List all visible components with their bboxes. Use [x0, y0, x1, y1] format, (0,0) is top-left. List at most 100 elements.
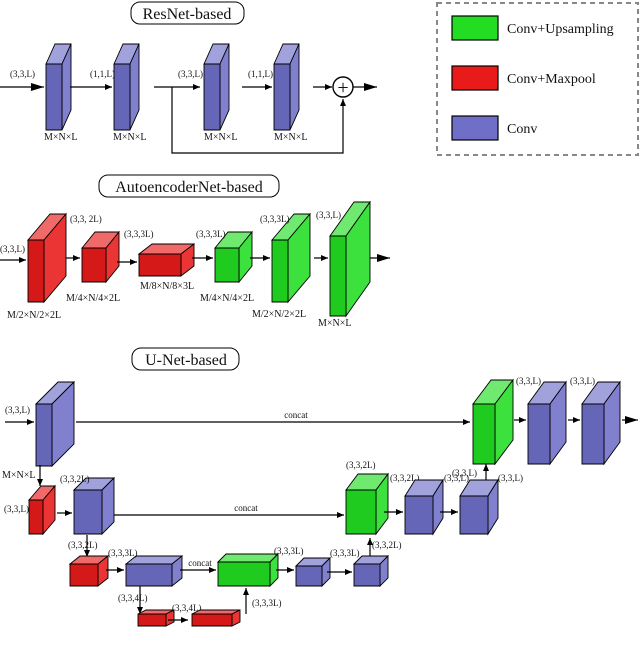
ae-kernel-4: (3,3,3L): [260, 214, 290, 224]
unet-dim-in: M×N×L: [2, 470, 36, 481]
ae-maxpool-block-1: [27, 212, 67, 304]
unet-kernel-l2-in: (3,3,L): [4, 504, 29, 514]
cube-front-face: [137, 613, 167, 627]
cube-front-face: [527, 403, 551, 465]
ae-dim-2: M/4×N/4×2L: [66, 293, 120, 304]
cube-front-face: [81, 247, 107, 283]
cube-front-face: [217, 561, 271, 587]
cube-front-face: [271, 239, 289, 303]
ae-dim-6: M×N×L: [318, 318, 352, 329]
unet-conv-block-l1: [34, 380, 76, 468]
ae-maxpool-block-2: [81, 230, 120, 284]
unet-kernel-l3r1: (3,3,3L): [274, 546, 304, 556]
resnet-kernel-4: (1,1,L): [248, 69, 273, 79]
unet-concat-label-2: concat: [234, 503, 258, 513]
unet-kernel-in: (3,3,L): [5, 405, 30, 415]
ae-kernel-1: (3,3, 2L): [70, 214, 102, 224]
resnet-title-box: [130, 1, 245, 25]
legend-label-upsampling: Conv+Upsampling: [507, 22, 614, 37]
cube-front-face: [27, 239, 45, 303]
resnet-section: ResNet-based (3,3,L) M×N×L (1,1,L) M×N×L…: [0, 1, 377, 154]
unet-upsampling-block-l2: [345, 472, 389, 536]
unet-conv-block-l2r2: [459, 478, 499, 536]
cube-front-face: [581, 403, 605, 465]
unet-kernel-l4a: (3,3,4L): [118, 593, 148, 603]
unet-concat-label-1: concat: [284, 410, 308, 420]
resnet-dim-4: M×N×L: [274, 132, 308, 143]
ae-dim-4: M/4×N/4×2L: [200, 293, 254, 304]
cube-front-face: [138, 253, 182, 277]
unet-maxpool-block-l4b: [191, 609, 241, 627]
sum-symbol: +: [337, 77, 348, 99]
resnet-kernel-1: (3,3,L): [10, 69, 35, 79]
ae-kernel-0: (3,3,L): [0, 244, 25, 254]
unet-conv-block-l3r2: [352, 554, 390, 588]
resnet-dim-3: M×N×L: [204, 132, 238, 143]
unet-kernel-up2: (3,3,2L): [346, 460, 376, 470]
unet-conv-block-l3r1: [294, 556, 332, 588]
ae-upsampling-block-4: [214, 230, 253, 284]
unet-kernel-l4b: (3,3,4L): [172, 603, 202, 613]
cube-front-face: [203, 63, 221, 131]
ae-kernel-2: (3,3,3L): [124, 229, 154, 239]
unet-maxpool-block-l3: [68, 555, 110, 587]
ae-upsampling-block-5: [271, 212, 311, 304]
unet-conv-block-l2: [72, 476, 116, 536]
cube-front-face: [214, 247, 240, 283]
unet-kernel-l2r3: (3,3,L): [498, 473, 523, 483]
resnet-conv-block-4: [273, 43, 300, 131]
resnet-dim-1: M×N×L: [44, 132, 78, 143]
resnet-kernel-2: (1,1,L): [90, 69, 115, 79]
unet-kernel-l2a: (3,3,2L): [60, 474, 90, 484]
cube-front-face: [191, 613, 233, 627]
unet-conv-block-l2r1: [404, 478, 444, 536]
cube-front-face: [459, 495, 489, 535]
ae-dim-1: M/2×N/2×2L: [7, 310, 61, 321]
autoencoder-section: AutoencoderNet-based (3,3,L) (3,3, 2L) M…: [0, 174, 390, 329]
legend: Conv+Upsampling Conv+Maxpool Conv: [436, 2, 639, 156]
cube-front-face: [69, 563, 99, 587]
cube-front-face: [329, 235, 347, 317]
cube-front-face: [472, 403, 496, 465]
unet-kernel-l2r2: (3,3,L): [444, 473, 469, 483]
resnet-skip-connection: [171, 87, 346, 154]
cube-front-face: [35, 403, 53, 467]
resnet-title: ResNet-based: [143, 6, 232, 23]
ae-kernel-3: (3,3,3L): [196, 229, 226, 239]
ae-kernel-5: (3,3,L): [316, 210, 341, 220]
unet-kernel-l3a: (3,3,3L): [108, 548, 138, 558]
unet-kernel-l2r1: (3,3,2L): [390, 473, 420, 483]
unet-conv-block-l3: [124, 555, 184, 587]
unet-kernel-out1: (3,3,L): [516, 376, 541, 386]
unet-kernel-l3-in: (3,3,2L): [68, 540, 98, 550]
cube-front-face: [45, 63, 63, 131]
resnet-conv-block-3: [203, 43, 230, 131]
legend-label-conv: Conv: [507, 122, 537, 137]
unet-maxpool-block-l4a: [137, 609, 175, 627]
cube-front-face: [273, 63, 291, 131]
unet-kernel-up1: (3,3,L): [452, 468, 477, 478]
cube-front-face: [295, 565, 323, 587]
legend-swatch-upsampling: [451, 15, 499, 41]
resnet-conv-block-1: [45, 43, 72, 131]
unet-title: U-Net-based: [145, 352, 227, 369]
cube-front-face: [345, 489, 377, 535]
unet-kernel-up3: (3,3,3L): [252, 598, 282, 608]
unet-maxpool-block-l2: [28, 484, 56, 536]
cube-front-face: [113, 63, 131, 131]
ae-dim-5: M/2×N/2×2L: [252, 309, 306, 320]
legend-frame: [436, 2, 639, 156]
resnet-dim-2: M×N×L: [113, 132, 147, 143]
legend-swatch-maxpool: [451, 65, 499, 91]
cube-front-face: [73, 489, 103, 535]
unet-kernel-out2: (3,3,L): [570, 376, 595, 386]
legend-label-maxpool: Conv+Maxpool: [507, 72, 596, 87]
ae-upsampling-block-6: [329, 200, 371, 318]
cube-top-face: [216, 553, 280, 563]
cube-front-face: [353, 563, 381, 587]
unet-title-box: [131, 347, 240, 371]
unet-upsampling-block-l3: [216, 552, 280, 588]
unet-conv-block-l1r2: [581, 380, 621, 466]
unet-conv-block-l1r1: [527, 380, 567, 466]
